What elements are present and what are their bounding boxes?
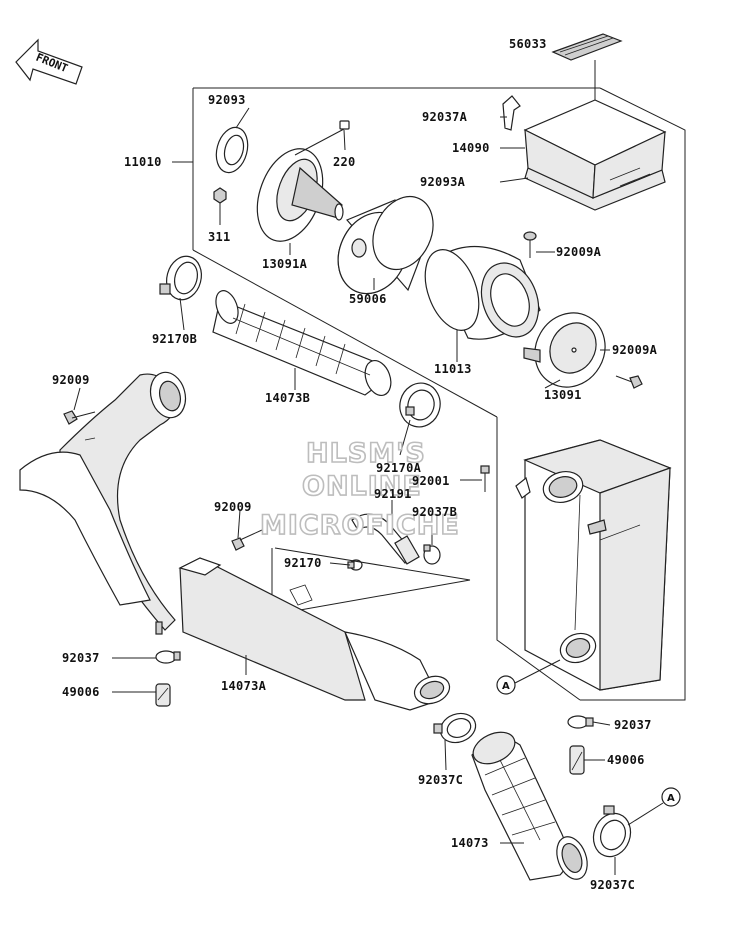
label-11010: 11010 [124,155,162,169]
leader-lines [73,107,616,875]
duct-14073A [178,557,451,711]
bolt-220 [294,120,350,156]
svg-text:A: A [502,681,510,692]
label-92009-left: 92009 [52,373,90,387]
label-11013: 11013 [434,362,472,376]
clamp-92037-left [155,650,181,664]
reference-mark-a-left: A [496,659,561,695]
seal-92093 [215,126,249,174]
svg-text:MICROFICHE: MICROFICHE [260,510,460,541]
reference-mark-a-right: A [627,787,681,826]
label-92037C-bottom: 92037C [590,878,635,892]
clamp-92170B [159,255,202,301]
hose-92191 [351,500,420,565]
elbow-14073 [471,731,588,881]
clamp-92037-right [567,715,594,729]
label-92009A-top: 92009A [556,245,602,259]
sleeve-49006-left [155,683,171,707]
label-311: 311 [208,230,231,244]
label-49006-right: 49006 [607,753,645,767]
label-92009-mid: 92009 [214,500,252,514]
svg-text:A: A [667,793,675,804]
assembly-frame [192,87,686,701]
front-direction-arrow: FRONT [15,38,83,85]
clamp-92037C-mid [433,712,477,744]
svg-text:HLSM'S: HLSM'S [306,438,426,469]
label-92037B: 92037B [412,505,457,519]
label-92037-right: 92037 [614,718,652,732]
label-13091: 13091 [544,388,582,402]
label-14073: 14073 [451,836,489,850]
intake-duct-left [19,371,187,635]
label-92170A: 92170A [376,461,422,475]
label-92037-left: 92037 [62,651,100,665]
air-box [515,439,672,691]
label-49006-left: 49006 [62,685,100,699]
svg-text:ONLINE: ONLINE [302,471,422,502]
filter-59006 [337,195,434,295]
clamp-92037B [423,544,441,565]
bolt-92009-left [63,410,96,425]
sleeve-49006-right [569,745,585,775]
clip-92037A [502,95,521,131]
label-92170: 92170 [284,556,322,570]
label-92037A: 92037A [422,110,468,124]
tube-14073B [212,290,392,397]
cover-14090 [523,99,667,211]
watermark: HLSM'S ONLINE MICROFICHE [259,437,460,542]
label-92009A-right: 92009A [612,343,658,357]
label-14073B: 14073B [265,391,310,405]
label-92191: 92191 [374,487,412,501]
label-56033: 56033 [509,37,547,51]
label-13091A: 13091A [262,257,308,271]
screw-92009A-top [523,231,537,258]
label-14073A: 14073A [221,679,267,693]
nut-311 [213,187,227,204]
inlet-cover-13091A [256,148,344,242]
label-92037C-mid: 92037C [418,773,463,787]
clamp-92037C-bottom [592,805,632,858]
label-92093: 92093 [208,93,246,107]
cap-13091 [523,312,606,388]
label-92001: 92001 [412,474,450,488]
screw-92001 [480,465,490,492]
label-59006: 59006 [349,292,387,306]
bolt-92009-mid [231,529,263,551]
label-92093A: 92093A [420,175,466,189]
clamp-92170A [399,382,441,428]
label-92170B: 92170B [152,332,197,346]
label-14090: 14090 [452,141,490,155]
part-labels: 56033 92093 92037A 14090 11010 220 92093… [52,37,658,892]
element-11013 [424,245,541,340]
screw-92009A-right [615,375,643,389]
label-220: 220 [333,155,356,169]
